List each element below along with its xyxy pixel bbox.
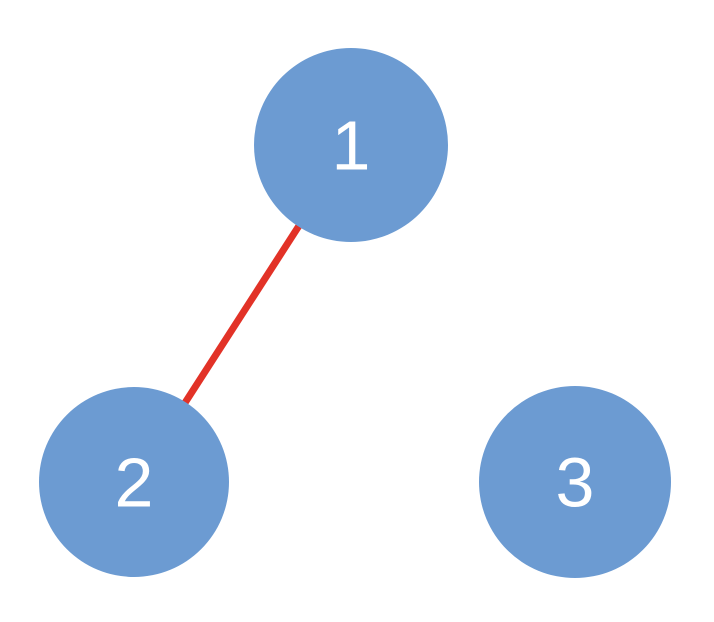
node-2[interactable]: 2 [39,387,229,577]
node-1-circle[interactable] [254,48,448,242]
node-2-circle[interactable] [39,387,229,577]
node-3-circle[interactable] [479,386,671,578]
nodes-layer: 12 3 [39,48,671,578]
node-1[interactable]: 1 [254,48,448,242]
node-3[interactable]: 3 [479,386,671,578]
